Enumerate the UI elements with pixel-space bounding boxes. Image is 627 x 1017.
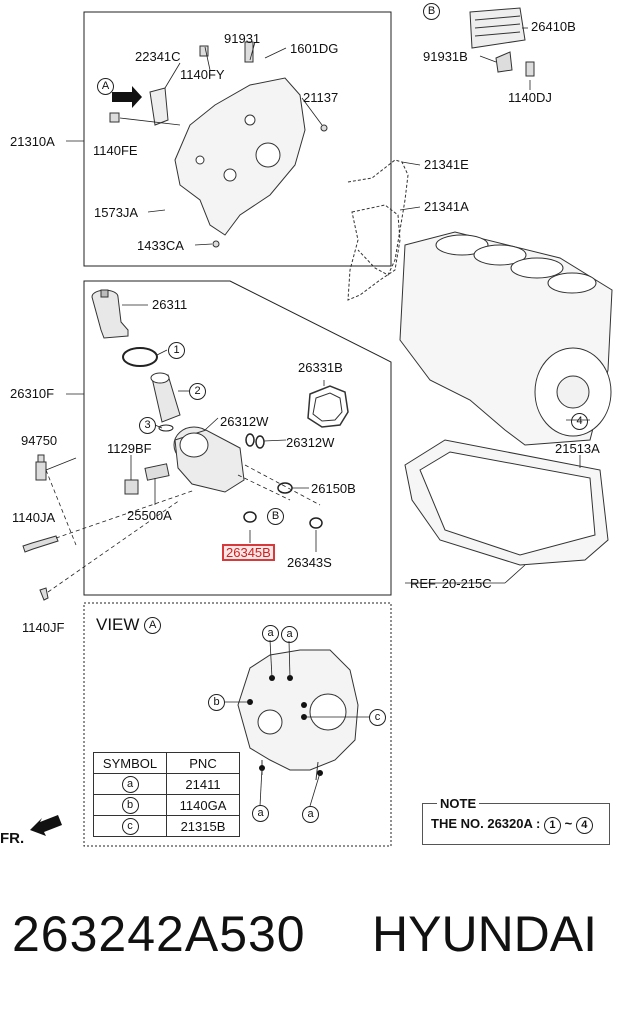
label-26310F: 26310F bbox=[10, 386, 55, 401]
label-1129BF: 1129BF bbox=[107, 441, 152, 456]
view-a-cover bbox=[237, 649, 359, 781]
table-pnc: 21411 bbox=[166, 773, 240, 795]
table-header-symbol: SYMBOL bbox=[93, 752, 167, 774]
label-91931B: 91931B bbox=[423, 49, 468, 64]
timing-cover-part bbox=[174, 77, 306, 236]
view-marker-c: c bbox=[369, 709, 386, 726]
label-21310A: 21310A bbox=[10, 134, 55, 149]
view-a-ref-marker: A bbox=[144, 617, 162, 634]
oil-filter-housing bbox=[173, 426, 245, 493]
view-marker-a-3: a bbox=[252, 805, 269, 822]
symbol-pnc-table: SYMBOL PNC a 21411 b 1140GA c 21315B bbox=[93, 752, 240, 837]
label-94750: 94750 bbox=[21, 433, 58, 448]
table-row: b 1140GA bbox=[93, 794, 240, 816]
front-label: FR. bbox=[0, 830, 25, 847]
callout-2-marker: 2 bbox=[189, 383, 206, 400]
label-21513A: 21513A bbox=[555, 441, 600, 456]
label-1140FY: 1140FY bbox=[180, 67, 225, 82]
label-26410B: 26410B bbox=[531, 19, 576, 34]
note-title: NOTE bbox=[437, 796, 480, 811]
oil-pan bbox=[404, 439, 609, 566]
table-symbol: b bbox=[121, 797, 139, 814]
label-1433CA: 1433CA bbox=[137, 238, 184, 253]
parts-diagram: 26410B 91931B 1140DJ 22341C 91931 1601DG… bbox=[0, 3, 613, 847]
view-marker-b: b bbox=[208, 694, 225, 711]
label-26312W-lower: 26312W bbox=[286, 435, 335, 450]
view-a-title: VIEW A bbox=[96, 615, 162, 635]
brand-name: HYUNDAI bbox=[372, 906, 598, 962]
view-marker-a-1: a bbox=[262, 625, 279, 642]
part-number: 263242A530 bbox=[12, 906, 306, 962]
table-row: a 21411 bbox=[93, 773, 240, 795]
callout-a-marker: A bbox=[97, 78, 114, 95]
oil-filter-element bbox=[150, 372, 181, 423]
note-text: THE NO. 26320A : 1 ~ 4 bbox=[431, 816, 593, 834]
label-1601DG: 1601DG bbox=[290, 41, 339, 56]
label-21341E: 21341E bbox=[424, 157, 469, 172]
label-91931: 91931 bbox=[224, 31, 261, 46]
label-26311: 26311 bbox=[152, 297, 188, 312]
label-1140JA: 1140JA bbox=[12, 510, 56, 525]
footer: 263242A530 HYUNDAI bbox=[0, 905, 627, 975]
label-1573JA: 1573JA bbox=[94, 205, 139, 220]
label-25500A: 25500A bbox=[127, 508, 172, 523]
label-26150B: 26150B bbox=[311, 481, 356, 496]
label-26331B: 26331B bbox=[298, 360, 343, 375]
note-to-marker: 4 bbox=[575, 817, 593, 834]
diagram-drawing bbox=[22, 7, 613, 847]
engine-block bbox=[399, 231, 613, 446]
oil-filter-cap bbox=[91, 289, 129, 339]
timing-cover-frame bbox=[83, 11, 392, 267]
label-26343S: 26343S bbox=[287, 555, 332, 570]
label-21137: 21137 bbox=[303, 90, 339, 105]
table-symbol: a bbox=[121, 776, 139, 793]
label-26312W-upper: 26312W bbox=[220, 414, 269, 429]
note-box bbox=[422, 803, 610, 845]
front-arrow-icon bbox=[30, 815, 62, 836]
label-22341C: 22341C bbox=[135, 49, 181, 64]
view-a-frame bbox=[83, 602, 392, 847]
label-1140JF: 1140JF bbox=[22, 620, 65, 635]
oil-filter-frame bbox=[83, 280, 392, 596]
note-from-marker: 1 bbox=[543, 817, 561, 834]
callout-b-marker-2: B bbox=[267, 508, 284, 525]
callout-3-marker: 3 bbox=[139, 417, 156, 434]
label-21341A: 21341A bbox=[424, 199, 469, 214]
view-marker-a-4: a bbox=[302, 806, 319, 823]
table-symbol: c bbox=[121, 818, 139, 835]
view-marker-a-2: a bbox=[281, 626, 298, 643]
label-26345B-highlighted[interactable]: 26345B bbox=[222, 544, 275, 561]
oil-cooler-part bbox=[469, 7, 535, 77]
callout-b-marker: B bbox=[423, 3, 440, 20]
table-header-row: SYMBOL PNC bbox=[93, 752, 240, 774]
table-row: c 21315B bbox=[93, 815, 240, 837]
table-pnc: 1140GA bbox=[166, 794, 240, 816]
label-1140DJ: 1140DJ bbox=[508, 90, 552, 105]
label-ref-20-215C: REF. 20-215C bbox=[410, 576, 492, 591]
callout-4-marker: 4 bbox=[571, 413, 588, 430]
table-pnc: 21315B bbox=[166, 815, 240, 837]
table-header-pnc: PNC bbox=[166, 752, 240, 774]
callout-1-marker: 1 bbox=[168, 342, 185, 359]
label-1140FE: 1140FE bbox=[93, 143, 138, 158]
